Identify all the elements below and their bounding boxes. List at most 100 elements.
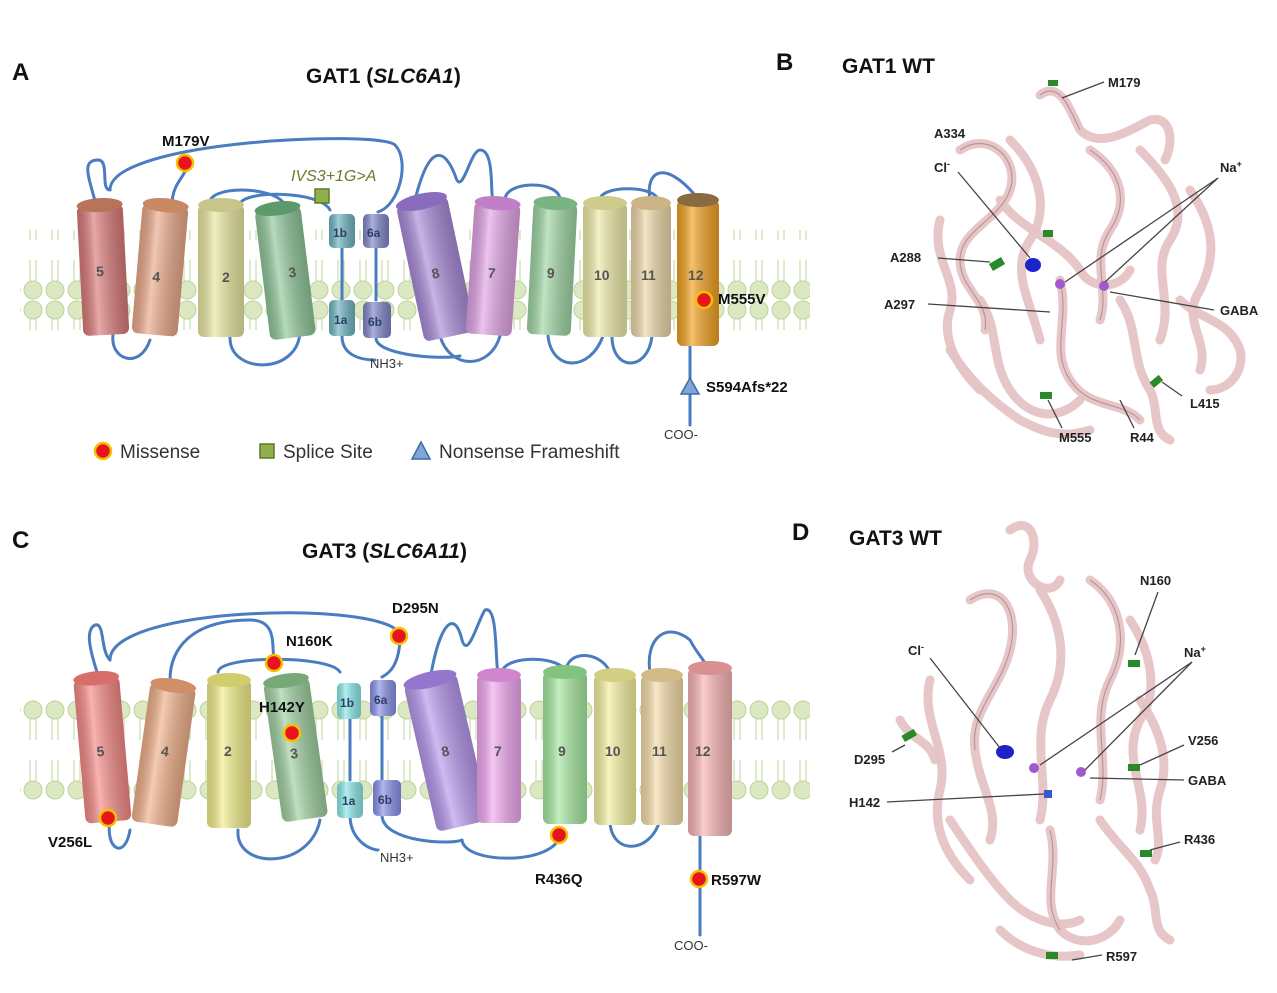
mutation-label-frameshift: S594Afs*22 [706, 379, 788, 396]
svg-text:3: 3 [289, 745, 299, 762]
mutation-label-v256l: V256L [48, 834, 92, 851]
label-n160: N160 [1140, 573, 1171, 588]
label-h142: H142 [849, 795, 880, 810]
helix-c-9: 9 [543, 665, 587, 824]
panel-d: D GAT3 WT [792, 519, 1227, 964]
helix-c-1a: 1a [337, 782, 363, 818]
label-l415: L415 [1190, 396, 1220, 411]
svg-text:3: 3 [287, 264, 297, 281]
panel-b: B GAT1 WT [776, 49, 1259, 445]
helix-a-11: 11 [631, 196, 671, 337]
label-gaba-b: GABA [1220, 303, 1259, 318]
helix-a-7: 7 [465, 195, 521, 337]
helix-a-12: 12 [677, 193, 719, 346]
svg-text:7: 7 [494, 743, 502, 759]
helix-c-10: 10 [594, 668, 636, 825]
svg-text:8: 8 [430, 264, 441, 281]
svg-text:7: 7 [487, 265, 496, 282]
panel-d-title: GAT3 WT [849, 527, 942, 550]
svg-text:10: 10 [594, 267, 610, 283]
legend-frameshift-icon [410, 440, 432, 460]
panel-a-title: GAT1 (SLC6A1) [306, 65, 461, 88]
label-r436: R436 [1184, 832, 1215, 847]
n-terminus-c: NH3+ [380, 850, 414, 865]
mutation-label-h142y: H142Y [259, 699, 305, 716]
helix-c-1b: 1b [337, 683, 361, 719]
svg-text:1b: 1b [333, 226, 347, 240]
mutation-label-splice: IVS3+1G>A [291, 168, 376, 185]
helix-a-8: 8 [395, 192, 475, 341]
helix-c-5: 5 [73, 670, 132, 824]
helix-a-1a: 1a [329, 300, 355, 336]
svg-text:11: 11 [641, 267, 656, 283]
mutation-label-m179v: M179V [162, 133, 210, 150]
label-na-d: Na+ [1184, 644, 1206, 660]
svg-text:6a: 6a [374, 693, 388, 707]
missense-marker-v256l [98, 808, 118, 828]
n-terminus-a: NH3+ [370, 356, 404, 371]
svg-text:9: 9 [558, 743, 566, 759]
helix-c-2: 2 [207, 673, 251, 828]
panel-c-letter: C [12, 527, 29, 554]
mutation-label-r597w: R597W [711, 872, 762, 889]
helix-a-3: 3 [254, 200, 316, 340]
c-terminus-c: COO- [674, 938, 708, 953]
helix-c-7: 7 [477, 668, 521, 823]
legend-missense-icon [93, 441, 113, 461]
missense-marker-r436q [549, 825, 569, 845]
missense-marker-m179v [175, 153, 195, 173]
panel-d-letter: D [792, 519, 809, 546]
mutation-label-m555v: M555V [718, 291, 766, 308]
svg-text:6a: 6a [367, 226, 381, 240]
label-na-b: Na+ [1220, 159, 1242, 175]
svg-text:6b: 6b [368, 315, 382, 329]
label-gaba-d: GABA [1188, 773, 1227, 788]
panel-b-letter: B [776, 49, 793, 76]
label-cl-d: Cl- [908, 642, 924, 658]
helix-a-2: 2 [198, 198, 244, 337]
mutation-label-d295n: D295N [392, 600, 439, 617]
splice-marker [314, 188, 330, 204]
legend-splice-icon [259, 443, 275, 459]
helix-c-8: 8 [403, 669, 489, 831]
svg-text:5: 5 [96, 743, 105, 760]
helix-c-3: 3 [263, 672, 328, 822]
svg-text:1b: 1b [340, 696, 354, 710]
svg-text:1a: 1a [334, 313, 348, 327]
svg-text:6b: 6b [378, 793, 392, 807]
helix-a-6a: 6a [363, 214, 389, 248]
svg-text:9: 9 [546, 265, 555, 281]
label-r597: R597 [1106, 949, 1137, 964]
svg-text:8: 8 [440, 742, 451, 759]
svg-text:2: 2 [224, 743, 232, 759]
helix-c-6b: 6b [373, 780, 401, 816]
leaders-b [927, 81, 1219, 429]
missense-marker-r597w [689, 869, 709, 889]
legend-a: Missense Splice Site Nonsense Frameshift [93, 440, 620, 463]
legend-splice-label: Splice Site [283, 442, 373, 463]
helix-c-4: 4 [131, 677, 197, 827]
c-terminus-a: COO- [664, 427, 698, 442]
helix-a-10: 10 [583, 196, 627, 337]
label-v256: V256 [1188, 733, 1218, 748]
svg-text:11: 11 [652, 743, 667, 759]
label-d295: D295 [854, 752, 885, 767]
panel-b-title: GAT1 WT [842, 55, 935, 78]
label-a288: A288 [890, 250, 921, 265]
missense-marker-h142y [282, 723, 302, 743]
panel-c-title: GAT3 (SLC6A11) [302, 540, 467, 563]
label-a297: A297 [884, 297, 915, 312]
svg-text:10: 10 [605, 743, 621, 759]
helix-a-5: 5 [76, 197, 130, 336]
label-r44: R44 [1130, 430, 1155, 445]
missense-marker-d295n [389, 626, 409, 646]
missense-marker-m555v [694, 290, 714, 310]
label-a334: A334 [934, 126, 966, 141]
missense-marker-n160k [264, 653, 284, 673]
helix-c-12: 12 [688, 661, 732, 836]
protein-structure-gat3 [895, 521, 1175, 961]
protein-structure-gat1 [933, 80, 1246, 445]
helix-c-11: 11 [641, 668, 683, 825]
helix-c-6a: 6a [370, 680, 396, 716]
